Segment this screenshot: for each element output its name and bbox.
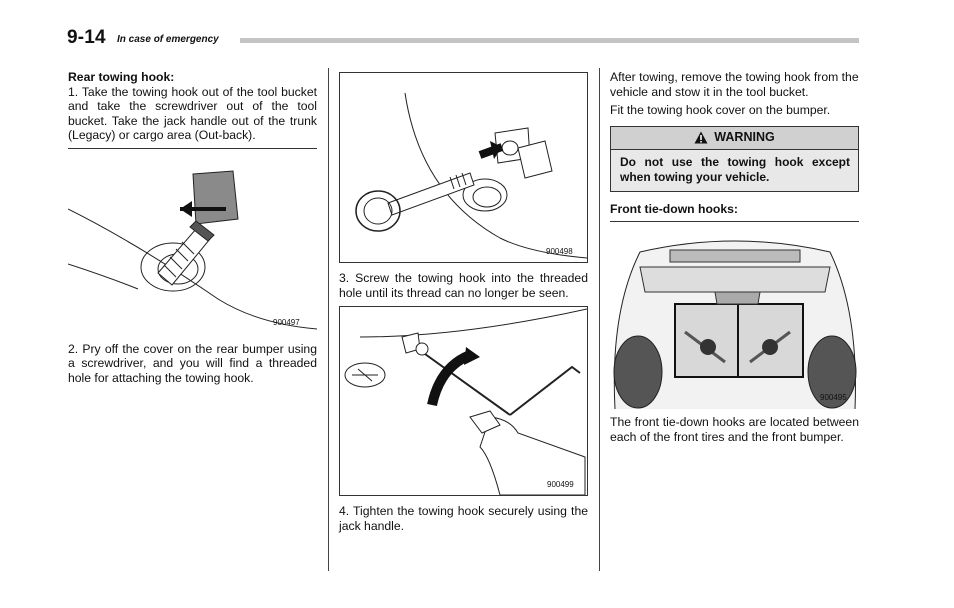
step-4-text: 4. Tighten the towing hook securely usin… (339, 504, 588, 533)
figure-900497-code: 900497 (273, 318, 300, 327)
figure-900495: 900495 (610, 221, 859, 409)
warning-header: WARNING (610, 125, 859, 150)
warning-box: WARNING Do not use the towing hook excep… (610, 125, 859, 192)
step-2-text: 2. Pry off the cover on the rear bumper … (68, 341, 317, 385)
figure-900495-illustration: 900495 (613, 240, 857, 409)
figure-900498-illustration: 900498 (355, 92, 587, 259)
page-number: 9-14 (67, 27, 106, 48)
column-divider-1 (328, 68, 329, 571)
step-3-text: 3. Screw the towing hook into the thread… (339, 271, 588, 300)
fit-cover-text: Fit the towing hook cover on the bumper. (610, 103, 831, 117)
step-1-text: 1. Take the towing hook out of the tool … (68, 84, 317, 143)
header-rule (240, 38, 859, 43)
column-2: 900498 3. Screw the towing hook into the… (339, 70, 588, 533)
figure-900495-code: 900495 (820, 393, 847, 402)
figure-900497: 900497 (68, 147, 317, 336)
rear-towing-hook-heading: Rear towing hook: (68, 70, 175, 84)
column-1: Rear towing hook: 1. Take the towing hoo… (68, 70, 317, 385)
warning-triangle-icon (694, 131, 708, 144)
column-divider-2 (599, 68, 600, 571)
warning-title: WARNING (714, 130, 775, 145)
figure-900497-illustration: 900497 (68, 169, 317, 329)
figure-900498: 900498 (339, 72, 588, 263)
figure-900499-illustration: 900499 (344, 308, 587, 495)
front-tie-down-heading: Front tie-down hooks: (610, 201, 738, 216)
section-title: In case of emergency (117, 34, 219, 45)
front-tie-down-text: The front tie-down hooks are located bet… (610, 415, 859, 444)
figure-900499-code: 900499 (547, 480, 574, 489)
figure-900498-code: 900498 (546, 247, 573, 256)
warning-text: Do not use the towing hook except when t… (610, 149, 859, 192)
column-3: After towing, remove the towing hook fro… (610, 70, 859, 444)
after-towing-text: After towing, remove the towing hook fro… (610, 70, 859, 99)
figure-900499: 900499 (339, 306, 588, 496)
